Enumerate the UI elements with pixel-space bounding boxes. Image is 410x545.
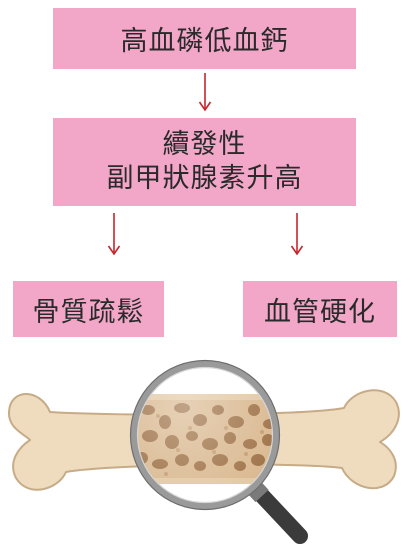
secondary-hyperparathyroidism-box: 續發性 副甲狀腺素升高	[53, 118, 356, 206]
arrow-down-right	[290, 213, 304, 256]
magnifier-handle-icon	[243, 476, 308, 544]
hyperparathyroidism-label: 副甲狀腺素升高	[106, 163, 303, 194]
porous-bone-icon	[137, 367, 273, 503]
arrow-down-1	[198, 73, 212, 112]
high-phosphorus-low-calcium-label: 高血磷低血鈣	[120, 26, 289, 57]
osteoporosis-label: 骨質疏鬆	[32, 296, 145, 328]
osteoporosis-box: 骨質疏鬆	[13, 281, 164, 337]
vascular-calcification-box: 血管硬化	[243, 281, 397, 337]
magnifier-icon	[129, 359, 281, 511]
bone-magnifier-illustration	[7, 359, 400, 544]
vascular-calcification-label: 血管硬化	[264, 296, 376, 328]
secondary-label: 續發性	[162, 129, 247, 160]
arrow-down-left	[107, 213, 121, 256]
high-phosphorus-low-calcium-box: 高血磷低血鈣	[53, 8, 356, 69]
